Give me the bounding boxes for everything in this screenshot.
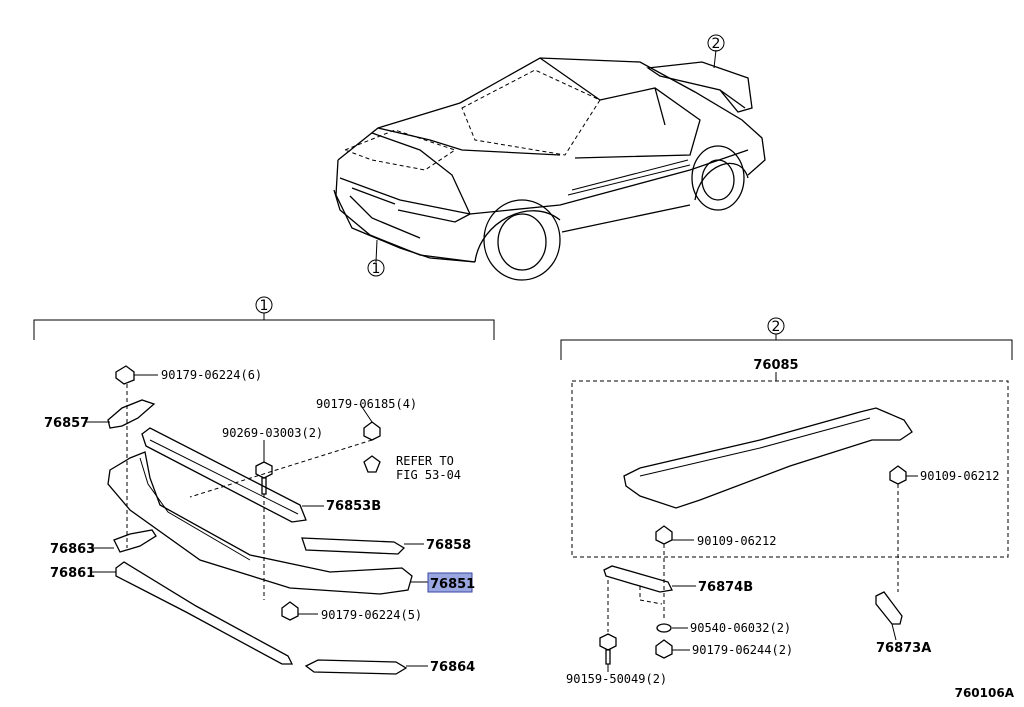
part-76085-shape xyxy=(623,407,913,509)
svg-text:1: 1 xyxy=(260,298,269,314)
label-76858[interactable]: 76858 xyxy=(426,538,471,553)
label-76864[interactable]: 76864 xyxy=(430,660,475,675)
label-90159-50049-2[interactable]: 90159-50049(2) xyxy=(566,672,667,686)
part-76861-shape xyxy=(115,561,294,665)
highlight-76851 xyxy=(427,572,473,593)
bolt-icon-3 xyxy=(889,465,907,485)
figure-id: 760106A xyxy=(955,686,1015,700)
label-refer-fig[interactable]: FIG 53-04 xyxy=(396,468,461,482)
clip-icon xyxy=(363,455,381,473)
part-76874b-shape xyxy=(603,565,673,593)
label-refer-to: REFER TO xyxy=(396,454,454,468)
label-90540-06032-2[interactable]: 90540-06032(2) xyxy=(690,621,791,635)
label-76874b[interactable]: 76874B xyxy=(698,580,753,595)
nut-icon xyxy=(115,365,135,385)
part-76863-shape xyxy=(113,529,157,553)
nut-icon-2 xyxy=(363,421,381,441)
label-90109-06212-left[interactable]: 90109-06212 xyxy=(697,534,776,548)
nut-icon-3 xyxy=(281,601,299,621)
label-76857[interactable]: 76857 xyxy=(44,416,89,431)
label-76863[interactable]: 76863 xyxy=(50,542,95,557)
label-90179-06224-6[interactable]: 90179-06224(6) xyxy=(161,368,262,382)
label-90179-06224-5[interactable]: 90179-06224(5) xyxy=(321,608,422,622)
assembly-76085-box xyxy=(571,380,1009,558)
bolt-icon-2 xyxy=(655,525,673,545)
svg-text:2: 2 xyxy=(712,36,721,52)
label-76853b[interactable]: 76853B xyxy=(326,499,381,514)
label-76873a[interactable]: 76873A xyxy=(876,641,931,656)
nut-icon-4 xyxy=(655,639,673,659)
group1-labels: 90179-06224(6) 76857 90179-06185(4) 9026… xyxy=(44,368,475,675)
label-90269-03003-2[interactable]: 90269-03003(2) xyxy=(222,426,323,440)
part-76873a-shape xyxy=(875,591,903,625)
label-76851[interactable]: 76851 xyxy=(430,577,475,592)
bolt-icon-4 xyxy=(599,633,617,665)
part-76864-shape xyxy=(304,659,408,675)
part-76858-shape xyxy=(301,537,406,555)
group2-leaders xyxy=(607,475,918,672)
label-76085[interactable]: 76085 xyxy=(753,358,798,373)
part-76857-shape xyxy=(107,399,156,429)
car-illustration xyxy=(333,57,766,281)
part-76853b-shape xyxy=(141,427,307,523)
svg-text:1: 1 xyxy=(372,261,381,277)
label-90179-06185-4[interactable]: 90179-06185(4) xyxy=(316,397,417,411)
group1-leaders xyxy=(86,374,428,667)
washer-icon xyxy=(656,623,672,633)
label-90179-06244-2[interactable]: 90179-06244(2) xyxy=(692,643,793,657)
part-76851-shape xyxy=(107,451,413,595)
svg-text:2: 2 xyxy=(772,319,781,335)
label-76861[interactable]: 76861 xyxy=(50,566,95,581)
group2-parts xyxy=(599,407,913,665)
group1-parts xyxy=(107,365,413,675)
callout-leader-2 xyxy=(713,49,717,69)
label-90109-06212-right[interactable]: 90109-06212 xyxy=(920,469,999,483)
group2-labels: 76085 90109-06212 90109-06212 76874B 905… xyxy=(566,358,999,686)
callout-leader-1 xyxy=(375,239,378,263)
callout-2-top[interactable]: 2 xyxy=(707,34,725,52)
group2-bracket: 2 xyxy=(560,317,1013,360)
group1-bracket: 1 xyxy=(33,296,495,340)
callout-1-top[interactable]: 1 xyxy=(367,259,385,277)
